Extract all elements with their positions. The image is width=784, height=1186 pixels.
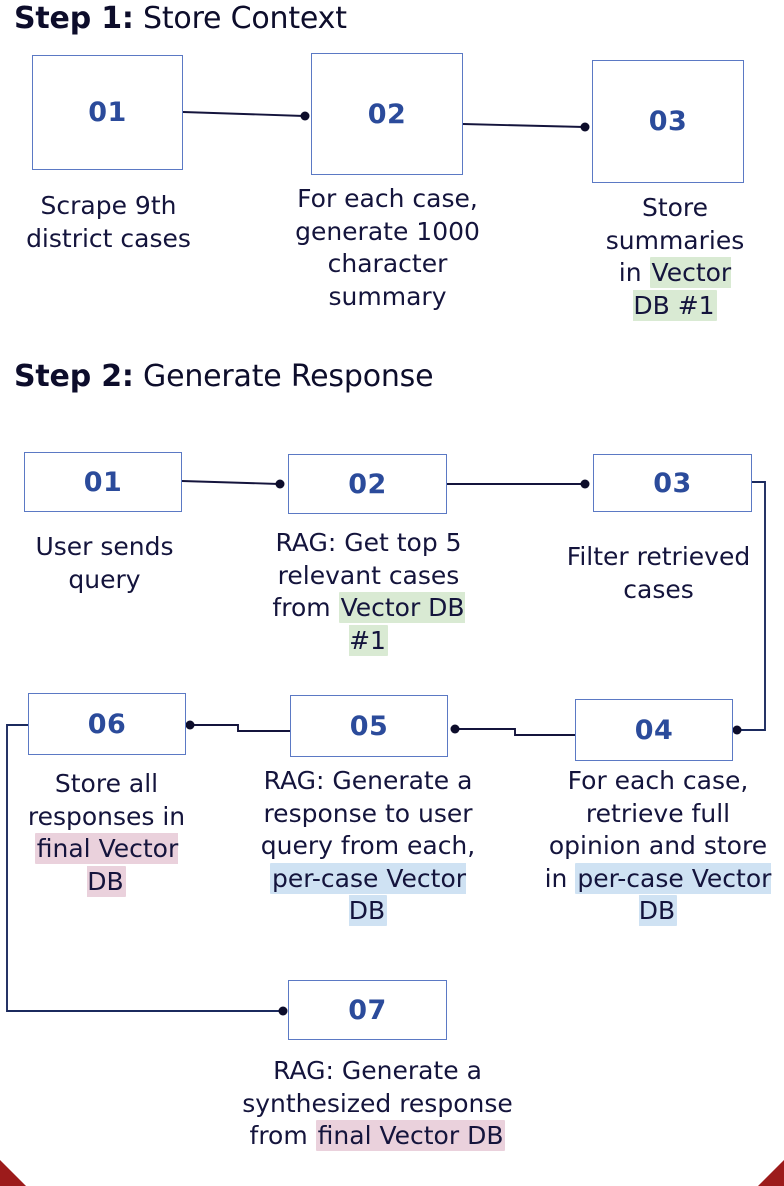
connector-dot-s2-02 [275, 479, 285, 489]
step-2-name: Generate Response [133, 359, 434, 394]
step-2-caption-02-pre: RAG: Get top 5 relevant cases from [272, 528, 462, 622]
connector-dot-s2-05 [450, 724, 460, 734]
connector-dot-s1-03 [580, 122, 590, 132]
step-2-caption-04-highlight: per-case Vector DB [575, 862, 772, 926]
step-2-title: Step 2: Generate Response [14, 359, 434, 394]
step-1-name: Store Context [133, 1, 347, 36]
connector-s2-05-06 [194, 724, 290, 732]
connector-s2-03-04 [741, 481, 766, 731]
connector-s1-02-03 [462, 123, 585, 128]
step-2-node-01[interactable]: 01 [24, 452, 182, 512]
step-2-node-03[interactable]: 03 [593, 454, 752, 512]
connector-dot-s2-06 [185, 720, 195, 730]
step-2-node-06-number: 06 [87, 708, 127, 740]
connector-s1-01-02 [182, 111, 305, 117]
step-1-title: Step 1: Store Context [14, 4, 347, 34]
step-1-node-01-number: 01 [88, 97, 127, 128]
step-2-node-01-number: 01 [83, 466, 123, 498]
step-2-caption-07-highlight: final Vector DB [315, 1120, 506, 1151]
step-2-caption-07: RAG: Generate a synthesized response fro… [210, 1055, 545, 1153]
step-2-caption-05-pre: RAG: Generate a response to user query f… [260, 766, 476, 860]
step-2-caption-01: User sends query [35, 532, 174, 594]
step-2-caption-06-pre: Store all responses in [27, 769, 186, 831]
step-2-caption-05: RAG: Generate a response to user query f… [254, 765, 482, 928]
step-2-caption-03: Filter retrieved cases [566, 542, 751, 604]
step-2-node-07[interactable]: 07 [288, 980, 447, 1040]
connector-dot-s2-03 [580, 479, 590, 489]
step-2-caption-04: For each case, retrieve full opinion and… [538, 765, 778, 928]
step-2-node-07-number: 07 [348, 994, 387, 1026]
connector-dot-s2-04 [732, 725, 742, 735]
step-2-caption-05-highlight: per-case Vector DB [269, 862, 467, 926]
step-1-caption-01: Scrape 9th district cases [26, 191, 191, 253]
step-1-label: Step 1: [14, 1, 134, 36]
step-2-node-04-number: 04 [634, 714, 674, 746]
step-2-node-04[interactable]: 04 [575, 699, 733, 761]
step-1-node-03[interactable]: 03 [592, 60, 744, 183]
step-1-caption-02: For each case, generate 1000 character s… [295, 184, 480, 311]
step-2-label: Step 2: [14, 359, 134, 394]
step-2-node-02-number: 02 [348, 468, 387, 500]
step-2-caption-02-highlight: Vector DB #1 [338, 592, 465, 656]
connector-dot-s1-02 [300, 111, 310, 121]
step-1-node-02[interactable]: 02 [311, 53, 463, 175]
connector-s2-04-05 [459, 728, 575, 736]
step-2-caption-07-pre: RAG: Generate a synthesized response fro… [242, 1056, 513, 1150]
step-1-caption-03: Store summaries in Vector DB #1 [600, 192, 750, 322]
connector-s2-01-02 [181, 480, 280, 485]
step-2-node-06[interactable]: 06 [28, 693, 186, 755]
corner-accent-bottom-right [758, 1160, 784, 1186]
step-1-node-01[interactable]: 01 [32, 55, 183, 170]
step-2-caption-06-highlight: final Vector DB [34, 833, 179, 897]
step-1-caption-03-pre: Store summaries in [605, 193, 745, 287]
connector-dot-s2-07 [278, 1006, 288, 1016]
step-2-node-02[interactable]: 02 [288, 454, 447, 514]
step-1-node-03-number: 03 [648, 106, 688, 137]
corner-accent-bottom-left [0, 1160, 26, 1186]
step-2-caption-06: Store all responses in final Vector DB [25, 768, 188, 898]
step-2-caption-04-pre: For each case, retrieve full opinion and… [544, 766, 768, 893]
step-1-node-02-number: 02 [367, 98, 407, 130]
step-2-node-05[interactable]: 05 [290, 695, 448, 757]
step-2-node-03-number: 03 [653, 467, 692, 499]
step-2-node-05-number: 05 [349, 710, 389, 742]
step-2-caption-02: RAG: Get top 5 relevant cases from Vecto… [256, 527, 481, 657]
